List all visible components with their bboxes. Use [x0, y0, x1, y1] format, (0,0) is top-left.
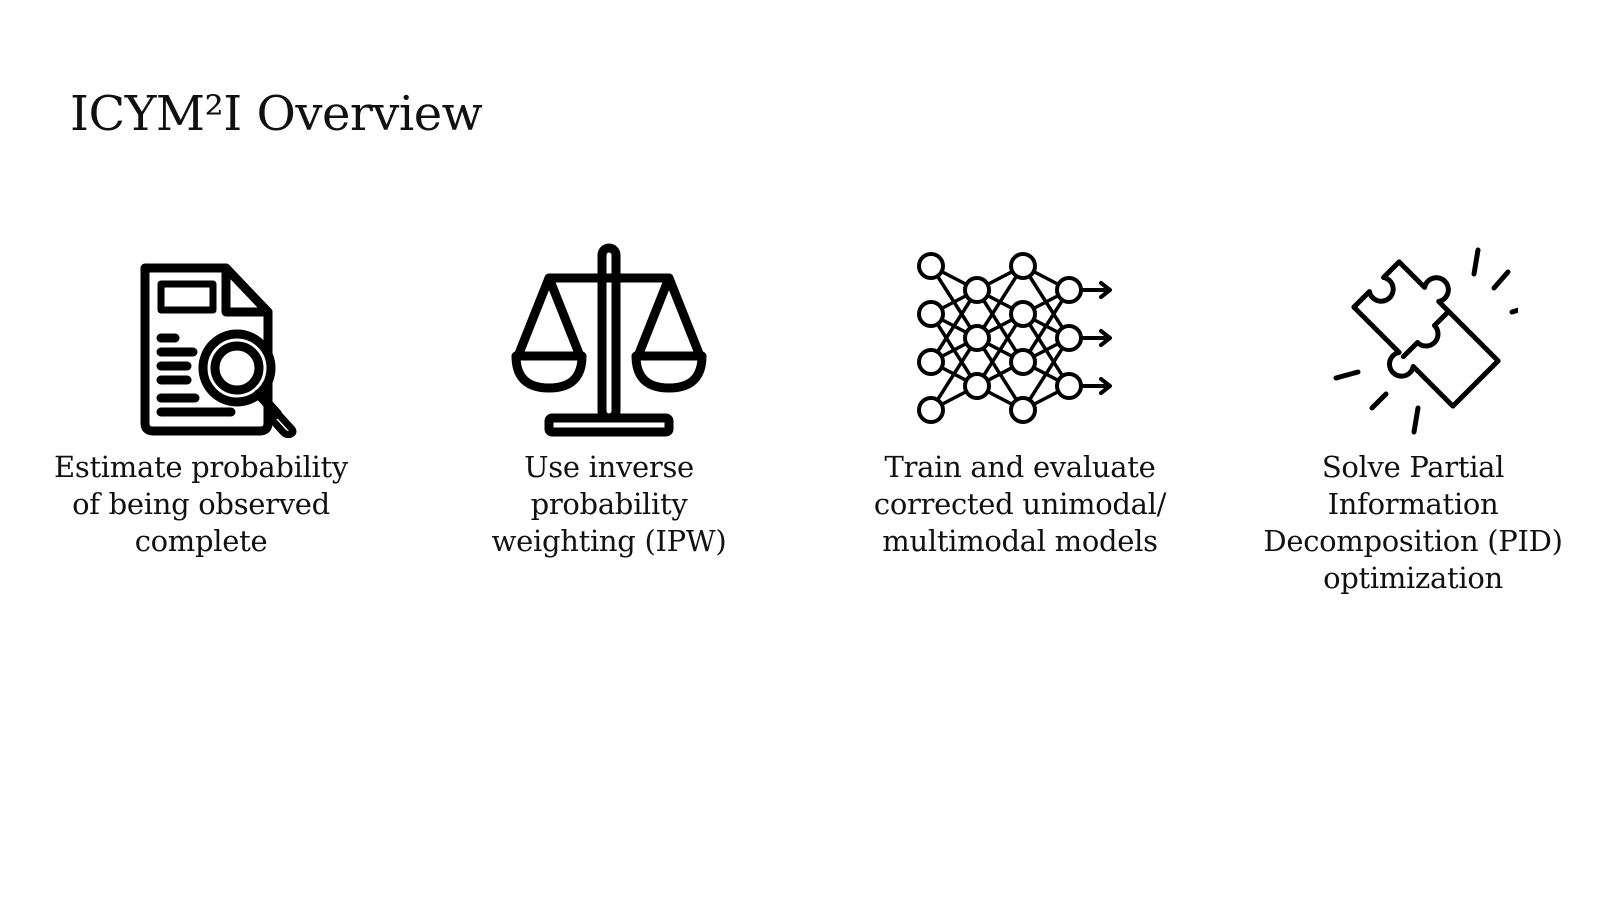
- step-ipw: Use inverse probability weighting (IPW): [444, 238, 774, 560]
- step-solve-pid: Solve Partial Information Decomposition …: [1248, 238, 1578, 597]
- neural-network-icon: [855, 238, 1185, 443]
- step-label: Use inverse probability weighting (IPW): [491, 450, 727, 558]
- puzzle-pieces-icon: [1248, 238, 1578, 443]
- balance-scale-icon: [444, 238, 774, 443]
- step-train-evaluate: Train and evaluate corrected unimodal/ m…: [855, 238, 1185, 560]
- slide-title: ICYM²I Overview: [70, 86, 483, 142]
- step-label: Train and evaluate corrected unimodal/ m…: [873, 450, 1167, 558]
- step-label: Solve Partial Information Decomposition …: [1263, 450, 1563, 595]
- document-search-icon: [36, 238, 366, 443]
- step-label: Estimate probability of being observed c…: [54, 450, 348, 558]
- step-estimate-probability: Estimate probability of being observed c…: [36, 238, 366, 560]
